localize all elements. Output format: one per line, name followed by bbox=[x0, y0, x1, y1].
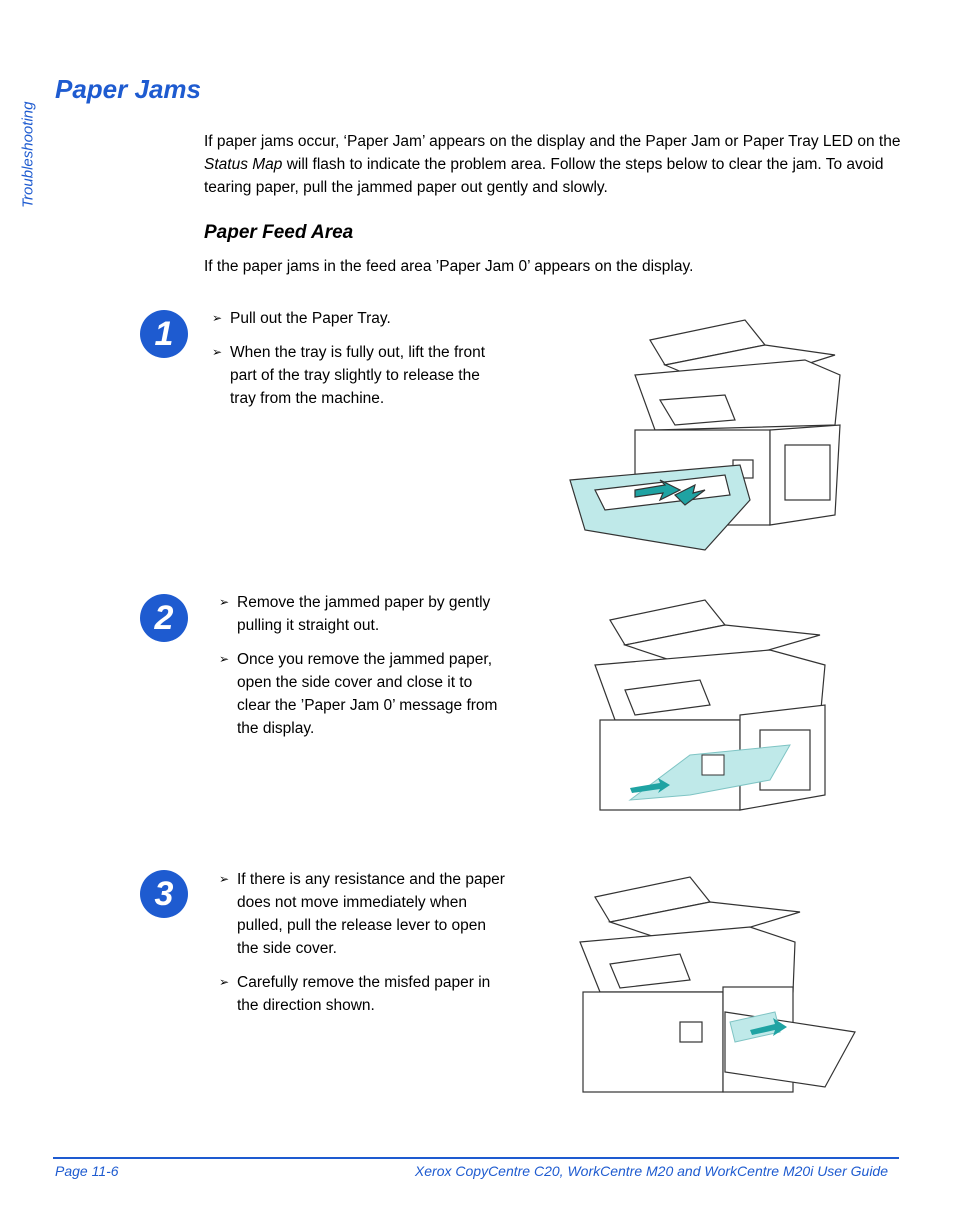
copier-jammed-paper-illustration bbox=[594, 599, 826, 811]
step-1-bullet-1: ➢Pull out the Paper Tray. bbox=[212, 307, 502, 330]
bullet-arrow-icon: ➢ bbox=[212, 311, 223, 325]
intro-paragraph: If paper jams occur, ‘Paper Jam’ appears… bbox=[204, 130, 904, 199]
step-2-bullet-1: ➢Remove the jammed paper by gently pulli… bbox=[219, 591, 509, 637]
step-3-bullet-2: ➢Carefully remove the misfed paper in th… bbox=[219, 971, 509, 1017]
step-1-bullets: ➢Pull out the Paper Tray. ➢When the tray… bbox=[212, 307, 502, 421]
step-3-bullet-1: ➢If there is any resistance and the pape… bbox=[219, 868, 509, 960]
side-section-label: Troubleshooting bbox=[19, 101, 37, 209]
bullet-arrow-icon: ➢ bbox=[219, 872, 230, 886]
footer-guide-title: Xerox CopyCentre C20, WorkCentre M20 and… bbox=[414, 1163, 888, 1179]
bullet-arrow-icon: ➢ bbox=[219, 595, 230, 609]
intro-text-1: If paper jams occur, ‘Paper Jam’ appears… bbox=[204, 133, 901, 150]
step-3-number: 3 bbox=[140, 870, 188, 918]
page-title: Paper Jams bbox=[55, 74, 201, 104]
step-2-bullet-2: ➢Once you remove the jammed paper, open … bbox=[219, 648, 509, 740]
bullet-arrow-icon: ➢ bbox=[219, 652, 230, 666]
intro-text-2: will flash to indicate the problem area.… bbox=[204, 156, 884, 196]
copier-tray-pull-illustration bbox=[569, 319, 841, 551]
section-intro: If the paper jams in the feed area ’Pape… bbox=[204, 258, 694, 275]
intro-status-map: Status Map bbox=[204, 156, 283, 173]
bullet-arrow-icon: ➢ bbox=[219, 975, 230, 989]
section-heading: Paper Feed Area bbox=[204, 222, 354, 243]
step-1-number: 1 bbox=[140, 310, 188, 358]
bullet-arrow-icon: ➢ bbox=[212, 345, 223, 359]
step-2-number: 2 bbox=[140, 594, 188, 642]
step-3-bullets: ➢If there is any resistance and the pape… bbox=[219, 868, 509, 1028]
footer-page-number: Page 11-6 bbox=[55, 1163, 119, 1179]
copier-side-cover-open-illustration bbox=[579, 876, 856, 1093]
step-1-bullet-2: ➢When the tray is fully out, lift the fr… bbox=[212, 341, 502, 410]
step-2-bullets: ➢Remove the jammed paper by gently pulli… bbox=[219, 591, 509, 751]
footer-rule bbox=[53, 1157, 899, 1159]
